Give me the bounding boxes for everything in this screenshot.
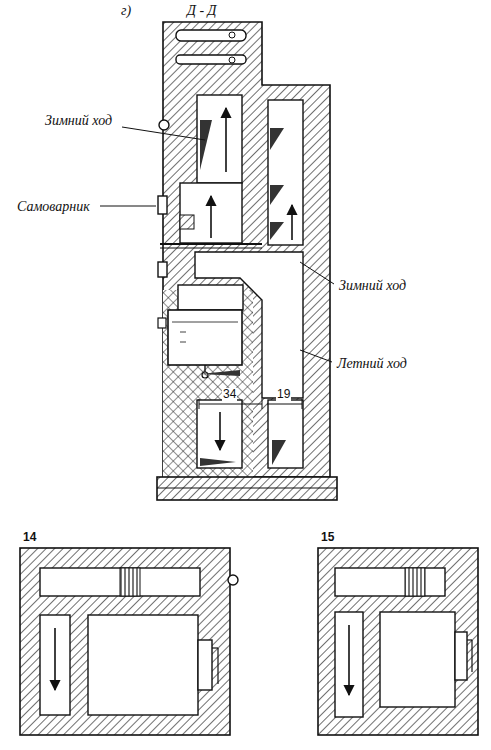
stove-section-part bbox=[176, 30, 246, 41]
stove-section-part bbox=[172, 322, 238, 323]
plan-14-part bbox=[40, 615, 70, 715]
plan-14-part bbox=[228, 575, 238, 585]
stove-section-part bbox=[204, 365, 205, 372]
stove-section-part bbox=[270, 128, 284, 150]
stove-section-part bbox=[270, 185, 284, 205]
stove-section-part bbox=[270, 222, 284, 240]
plan-15-part bbox=[318, 548, 478, 735]
plan-15-part bbox=[467, 639, 472, 640]
plan-number: 15 bbox=[320, 531, 335, 544]
stove-section-part bbox=[200, 120, 212, 170]
stove-section-part bbox=[268, 400, 303, 468]
stove-section-part bbox=[199, 399, 200, 409]
plan-15-part bbox=[335, 612, 363, 717]
stove-section-part bbox=[160, 243, 262, 245]
stove-section-part bbox=[176, 55, 246, 64]
stove-section-part bbox=[300, 262, 334, 284]
plan-number: 14 bbox=[22, 531, 37, 544]
stove-section-part bbox=[219, 412, 221, 450]
plan-14-part bbox=[20, 548, 230, 735]
stove-section-part bbox=[291, 205, 293, 240]
stove-section-part bbox=[168, 310, 242, 365]
plan-14-part bbox=[54, 628, 56, 690]
stove-section-part bbox=[163, 290, 253, 477]
plan-15-part bbox=[348, 625, 350, 695]
stove-section-part bbox=[180, 332, 186, 333]
plan-14 bbox=[20, 548, 238, 735]
stove-section-part bbox=[158, 196, 167, 214]
plan-15-part bbox=[471, 640, 472, 672]
channel-label: Летний ход bbox=[336, 356, 408, 371]
stove-section-part bbox=[267, 404, 302, 405]
channel-label: Зимний ход bbox=[44, 113, 113, 128]
stove-section-part bbox=[200, 458, 236, 466]
stove-section-part bbox=[158, 262, 167, 277]
stove-section-part bbox=[160, 248, 262, 249]
stove-section-part bbox=[229, 32, 235, 38]
stove-section-part bbox=[200, 370, 240, 376]
part-label: Самоварник bbox=[16, 199, 91, 214]
plan-15 bbox=[318, 548, 478, 735]
dimension: 34 bbox=[222, 388, 237, 401]
plan-15-part bbox=[335, 568, 445, 596]
stove-section-part bbox=[178, 285, 243, 310]
channel-label: Зимний ход bbox=[338, 278, 407, 293]
plan-14-part bbox=[120, 568, 140, 596]
dimension: 19 bbox=[276, 388, 291, 401]
stove-section-part bbox=[157, 477, 337, 500]
stove-section-part bbox=[262, 399, 263, 409]
plan-15-part bbox=[380, 612, 455, 707]
plan-14-part bbox=[212, 647, 218, 648]
stove-section-part bbox=[122, 127, 205, 140]
section-title: Д - Д bbox=[186, 3, 217, 18]
stove-section-part bbox=[180, 342, 186, 343]
plan-14-part bbox=[217, 648, 218, 684]
plan-15-part bbox=[455, 632, 467, 680]
stove-section-part bbox=[197, 95, 242, 183]
stove-section-part bbox=[300, 350, 332, 362]
stove-section-part bbox=[199, 404, 262, 405]
stove-section-part bbox=[197, 400, 242, 468]
stove-section-part bbox=[158, 318, 166, 328]
stove-section-part bbox=[202, 372, 208, 378]
stove-section-part bbox=[100, 206, 156, 207]
stove-section-part bbox=[272, 440, 286, 465]
stove-section-part bbox=[180, 215, 194, 229]
stove-section-part bbox=[229, 57, 235, 63]
stove-section-part bbox=[268, 100, 303, 245]
stove-section-part bbox=[302, 399, 303, 409]
stove-section-part bbox=[163, 22, 330, 477]
plan-15-part bbox=[405, 568, 425, 596]
stove-section-part bbox=[225, 108, 227, 172]
stove-section-part bbox=[159, 120, 169, 130]
stove-section-part bbox=[210, 196, 212, 238]
plan-14-part bbox=[40, 568, 200, 596]
plan-14-part bbox=[88, 615, 198, 715]
plan-14-part bbox=[198, 640, 212, 690]
stove-section-part bbox=[180, 183, 242, 243]
stove-section bbox=[100, 22, 337, 500]
figure-letter: г) bbox=[120, 3, 132, 18]
stove-section-part bbox=[157, 488, 337, 489]
